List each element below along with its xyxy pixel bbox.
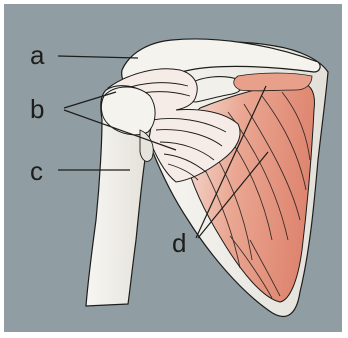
- label-a: a: [30, 40, 45, 70]
- supraspinatus-muscle: [234, 73, 312, 91]
- label-b: b: [30, 94, 44, 124]
- label-d: d: [172, 228, 186, 258]
- label-c: c: [30, 156, 43, 186]
